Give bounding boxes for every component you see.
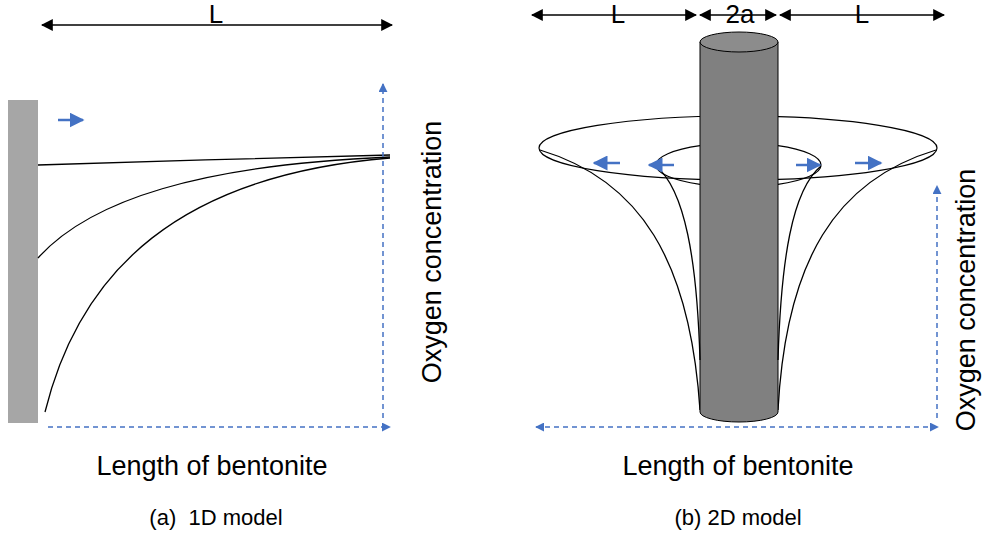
dimension-label: L xyxy=(209,1,223,27)
flow-arrow xyxy=(855,162,881,165)
concentration-curve xyxy=(778,150,936,410)
axis-label: Oxygen concentration xyxy=(953,169,980,432)
inner-ring xyxy=(778,165,821,184)
canister-cylinder xyxy=(700,42,778,422)
panel-caption: (a) 1D model xyxy=(149,507,282,529)
flow-arrow xyxy=(649,164,674,167)
axis-arrow xyxy=(382,84,384,418)
axis-arrow xyxy=(48,426,390,428)
inner-ring xyxy=(656,165,700,184)
panel-caption: (b) 2D model xyxy=(674,507,801,529)
dimension-label: L xyxy=(855,1,869,27)
concentration-curve xyxy=(38,157,390,258)
axis-label: Length of bentonite xyxy=(622,453,853,480)
concentration-curve xyxy=(778,166,821,360)
dimension-label: L xyxy=(611,1,625,27)
flow-arrow xyxy=(58,119,83,122)
concentration-curve xyxy=(540,150,700,410)
flow-arrow xyxy=(594,162,620,165)
concentration-curve xyxy=(656,166,700,360)
canister-wall xyxy=(8,100,38,423)
inner-ring xyxy=(778,146,821,165)
axis-label: Oxygen concentration xyxy=(419,121,446,384)
panel-1d xyxy=(8,25,392,427)
axis-label: Length of bentonite xyxy=(96,453,327,480)
dimension-label: 2a xyxy=(726,1,755,27)
axis-arrow xyxy=(536,426,938,428)
axis-arrow xyxy=(936,186,938,418)
cylinder-top xyxy=(700,32,778,52)
inner-ring xyxy=(656,146,700,165)
flow-arrow xyxy=(796,164,820,167)
panel-2d xyxy=(532,15,944,427)
concentration-curve xyxy=(45,158,390,412)
